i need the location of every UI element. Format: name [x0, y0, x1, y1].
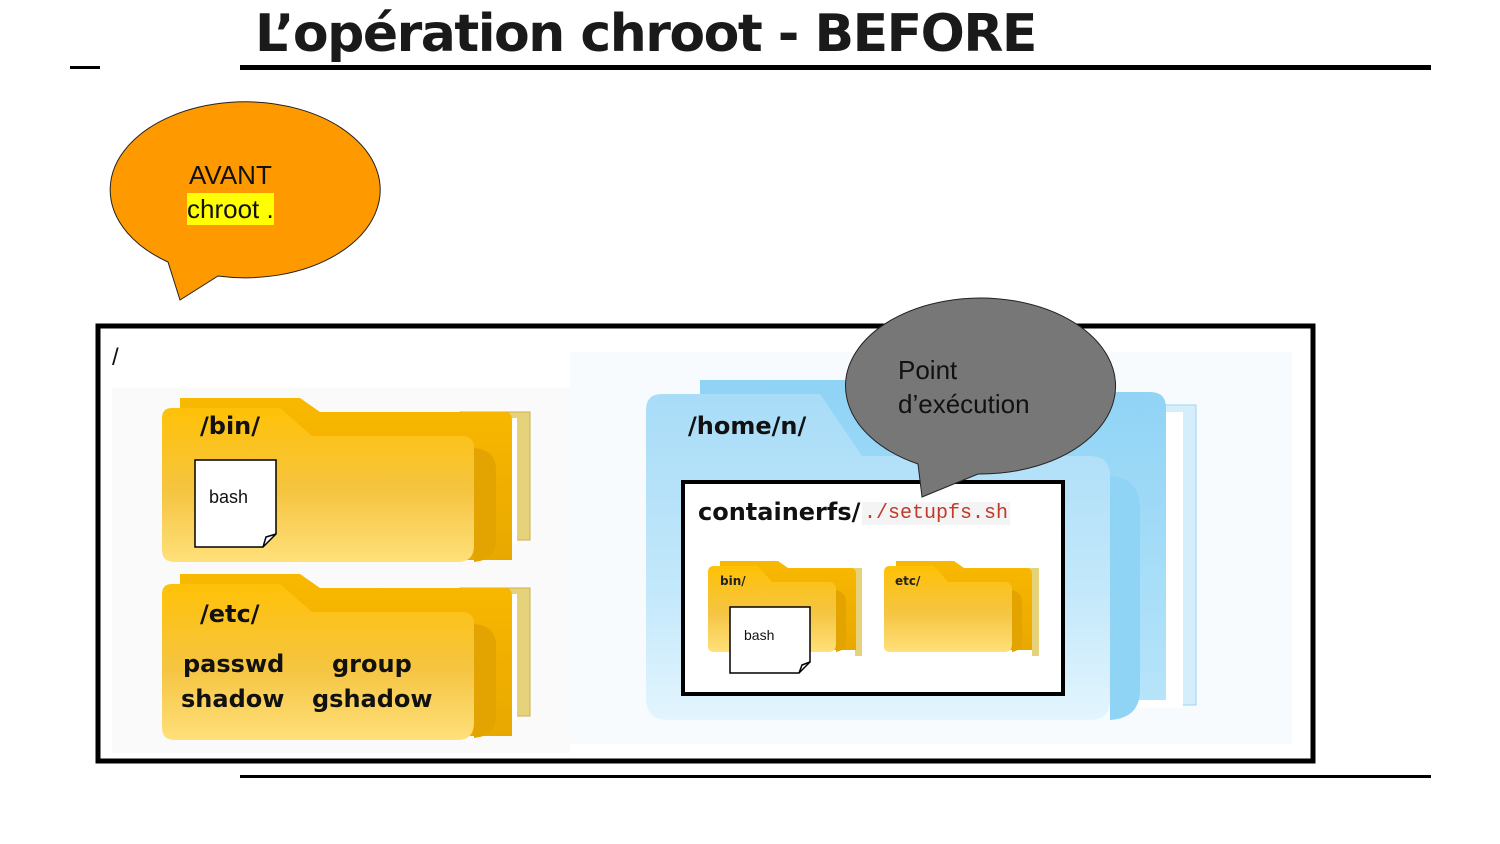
etc-file-shadow: shadow: [181, 685, 285, 713]
point-bubble-line2: d’exécution: [898, 389, 1030, 419]
bin-folder-title: /bin/: [200, 412, 261, 440]
etc-file-group: group: [332, 650, 412, 678]
container-bash-label: bash: [744, 627, 775, 643]
bottom-rule: [240, 775, 1431, 778]
bash-file-label: bash: [209, 487, 249, 507]
container-bin-title: bin/: [720, 574, 746, 588]
container-bash-file-icon: [729, 606, 811, 674]
bash-file-icon: [194, 459, 277, 548]
setupfs-command: ./setupfs.sh: [862, 502, 1011, 525]
avant-bubble-line2: chroot .: [187, 193, 274, 225]
point-execution-speech-bubble: [845, 297, 1116, 498]
etc-folder-icon: [162, 574, 531, 740]
root-label: /: [112, 344, 119, 371]
title-underline: [240, 65, 1431, 70]
container-etc-folder-icon: [884, 561, 1039, 656]
point-bubble-line1: Point: [898, 355, 958, 385]
page-title: L’opération chroot - BEFORE: [255, 4, 1037, 64]
etc-file-gshadow: gshadow: [312, 685, 433, 713]
container-etc-title: etc/: [895, 574, 921, 588]
etc-file-passwd: passwd: [183, 650, 285, 678]
avant-bubble-line1: AVANT: [189, 160, 272, 190]
containerfs-title: containerfs/: [698, 498, 861, 526]
left-dash: [70, 66, 100, 69]
etc-folder-title: /etc/: [200, 600, 260, 628]
home-folder-title: /home/n/: [688, 412, 807, 440]
